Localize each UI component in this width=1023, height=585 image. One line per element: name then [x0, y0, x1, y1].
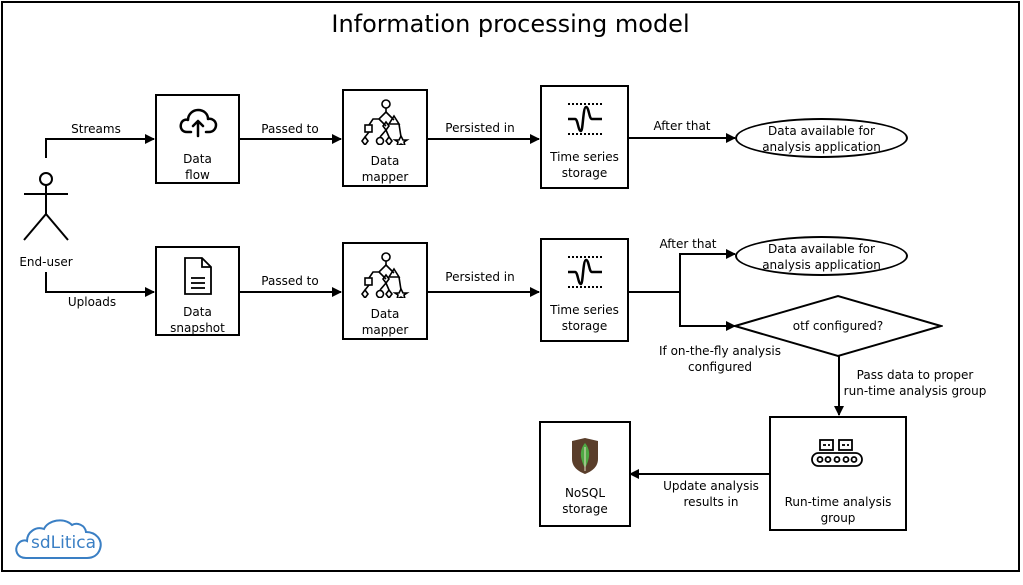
- label-persisted-in-1: Persisted in: [445, 121, 515, 135]
- label-after-that-1: After that: [653, 119, 711, 133]
- time-series-storage-label-1: Time series storage: [550, 150, 619, 180]
- label-update-analysis: Update analysis results in: [663, 479, 759, 509]
- data-mapper-node-1: Data mapper: [342, 89, 428, 187]
- data-mapper-label-2: Data mapper: [361, 307, 409, 337]
- data-available-label-1: Data available for analysis application: [762, 124, 881, 154]
- end-user-actor-icon: [23, 172, 69, 241]
- nosql-storage-node: NoSQL storage: [539, 421, 631, 527]
- diagram-title: Information processing model: [331, 10, 690, 38]
- time-series-storage-node-2: Time series storage: [540, 238, 629, 342]
- cloud-upload-icon: [179, 108, 218, 138]
- conveyor-icon: [811, 439, 863, 467]
- data-mapper-node-2: Data mapper: [342, 242, 428, 340]
- time-series-icon: [568, 256, 602, 288]
- label-passed-to-1: Passed to: [261, 122, 319, 136]
- arrow-to-otf: [679, 292, 736, 331]
- data-available-label-2: Data available for analysis application: [762, 242, 881, 272]
- data-flow-label: Data flow: [183, 152, 212, 182]
- data-snapshot-label: Data snapshot: [170, 305, 225, 335]
- data-available-terminal-1: Data available for analysis application: [735, 118, 908, 158]
- mongodb-leaf-icon: [572, 438, 598, 474]
- document-icon: [184, 257, 212, 295]
- time-series-icon: [568, 103, 602, 135]
- tree-mapper-icon: [361, 99, 410, 145]
- data-snapshot-node: Data snapshot: [155, 246, 240, 336]
- data-mapper-label-1: Data mapper: [361, 154, 409, 184]
- arrow-after-that-2: [628, 249, 736, 293]
- tree-mapper-icon: [361, 252, 410, 298]
- time-series-storage-label-2: Time series storage: [550, 303, 619, 333]
- data-available-terminal-2: Data available for analysis application: [735, 236, 908, 276]
- label-if-otf: If on-the-fly analysis configured: [659, 344, 781, 374]
- arrow-uploads: [45, 272, 155, 297]
- label-pass-data: Pass data to proper run-time analysis gr…: [843, 368, 987, 398]
- label-after-that-2: After that: [659, 237, 717, 251]
- sdlitica-logo-text: sdLitica: [31, 533, 96, 553]
- label-uploads: Uploads: [67, 295, 117, 309]
- runtime-analysis-group-node: Run-time analysis group: [769, 416, 907, 531]
- label-passed-to-2: Passed to: [261, 274, 319, 288]
- sdlitica-cloud-logo-icon: [15, 519, 102, 559]
- arrow-streams: [45, 134, 155, 158]
- diagram-frame: [1, 1, 1020, 572]
- time-series-storage-node-1: Time series storage: [540, 85, 629, 189]
- end-user-label: End-user: [19, 255, 73, 269]
- label-streams: Streams: [71, 122, 121, 136]
- runtime-analysis-group-label: Run-time analysis group: [784, 495, 892, 525]
- label-persisted-in-2: Persisted in: [445, 270, 515, 284]
- data-flow-node: Data flow: [155, 94, 240, 184]
- nosql-storage-label: NoSQL storage: [562, 486, 608, 516]
- otf-decision-diamond: [733, 294, 943, 358]
- otf-configured-label: otf configured?: [792, 319, 884, 333]
